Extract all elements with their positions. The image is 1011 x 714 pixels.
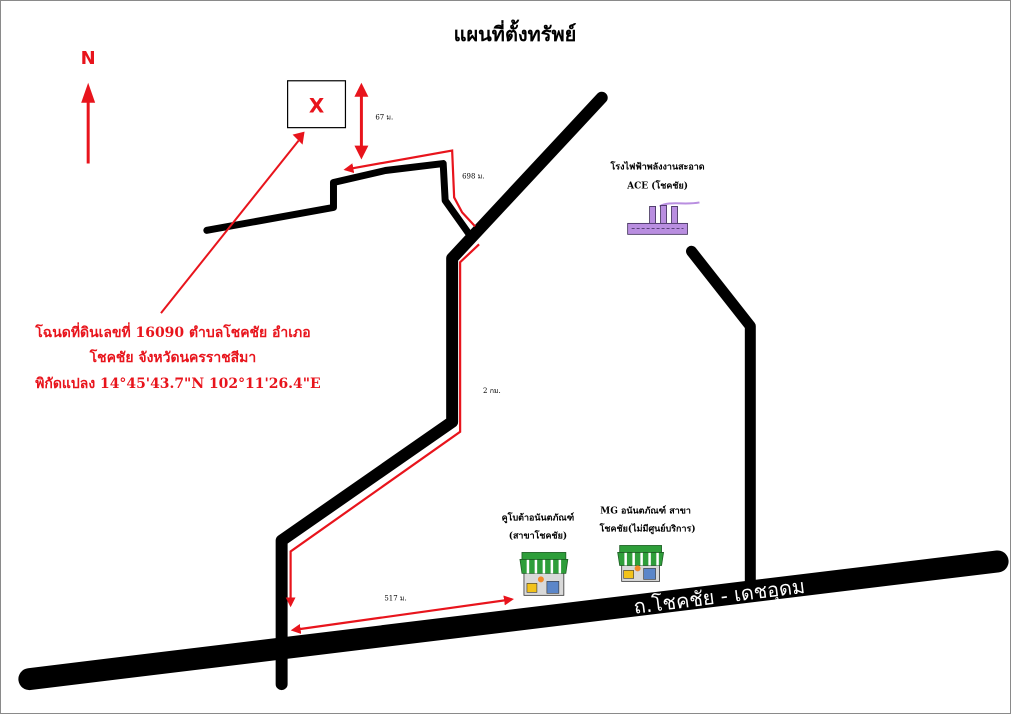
distance-from-main-road: 517 ม. [384, 594, 406, 602]
road-diagonal [275, 91, 608, 691]
property-marker: X [309, 94, 324, 118]
property-description: โฉนดที่ดินเลขที่ 16090 ตำบลโชคชัย อำเภอ … [34, 322, 320, 392]
road-main-choakchai [18, 550, 1009, 691]
route-path [285, 149, 514, 634]
property-pointer [160, 131, 305, 314]
factory-icon [627, 201, 700, 235]
kubota-shop-label-2: (สาขาโชคชัย) [509, 529, 567, 541]
description-line-3: พิกัดแปลง 14°45'43.7"N 102°11'26.4"E [35, 376, 320, 392]
power-plant-label-2: ACE (โชคชัย) [626, 179, 688, 191]
property-plot: X [287, 80, 347, 129]
mg-shop-label-1: MG อนันตภัณฑ์ สาขา [600, 505, 691, 517]
power-plant-label-1: โรงไฟฟ้าพลังงานสะอาด [610, 161, 705, 173]
map-title: แผนที่ตั้งทรัพย์ [454, 19, 577, 46]
road-right-branch [685, 245, 756, 596]
description-line-1: โฉนดที่ดินเลขที่ 16090 ตำบลโชคชัย อำเภอ [34, 322, 310, 341]
power-plant-landmark: โรงไฟฟ้าพลังงานสะอาด ACE (โชคชัย) [610, 161, 705, 235]
distance-to-plot: 698 ม. [462, 173, 484, 181]
plot-depth-arrow [354, 82, 369, 160]
mg-shop-label-2: โชคชัย(ไม่มีศูนย์บริการ) [599, 523, 696, 535]
road-local-upper [203, 160, 476, 242]
description-line-2: โชคชัย จังหวัดนครราชสีมา [89, 348, 257, 366]
distance-main-leg: 2 กม. [483, 387, 501, 395]
north-arrow: N [81, 48, 96, 164]
store-icon [617, 545, 665, 582]
mg-shop-landmark: MG อนันตภัณฑ์ สาขา โชคชัย(ไม่มีศูนย์บริก… [599, 505, 696, 582]
store-icon [519, 552, 569, 596]
kubota-shop-landmark: คูโบต้าอนันตภัณฑ์ (สาขาโชคชัย) [502, 512, 575, 596]
distance-plot-depth: 67 ม. [375, 114, 393, 122]
north-label: N [81, 48, 96, 69]
kubota-shop-label-1: คูโบต้าอนันตภัณฑ์ [502, 512, 575, 524]
